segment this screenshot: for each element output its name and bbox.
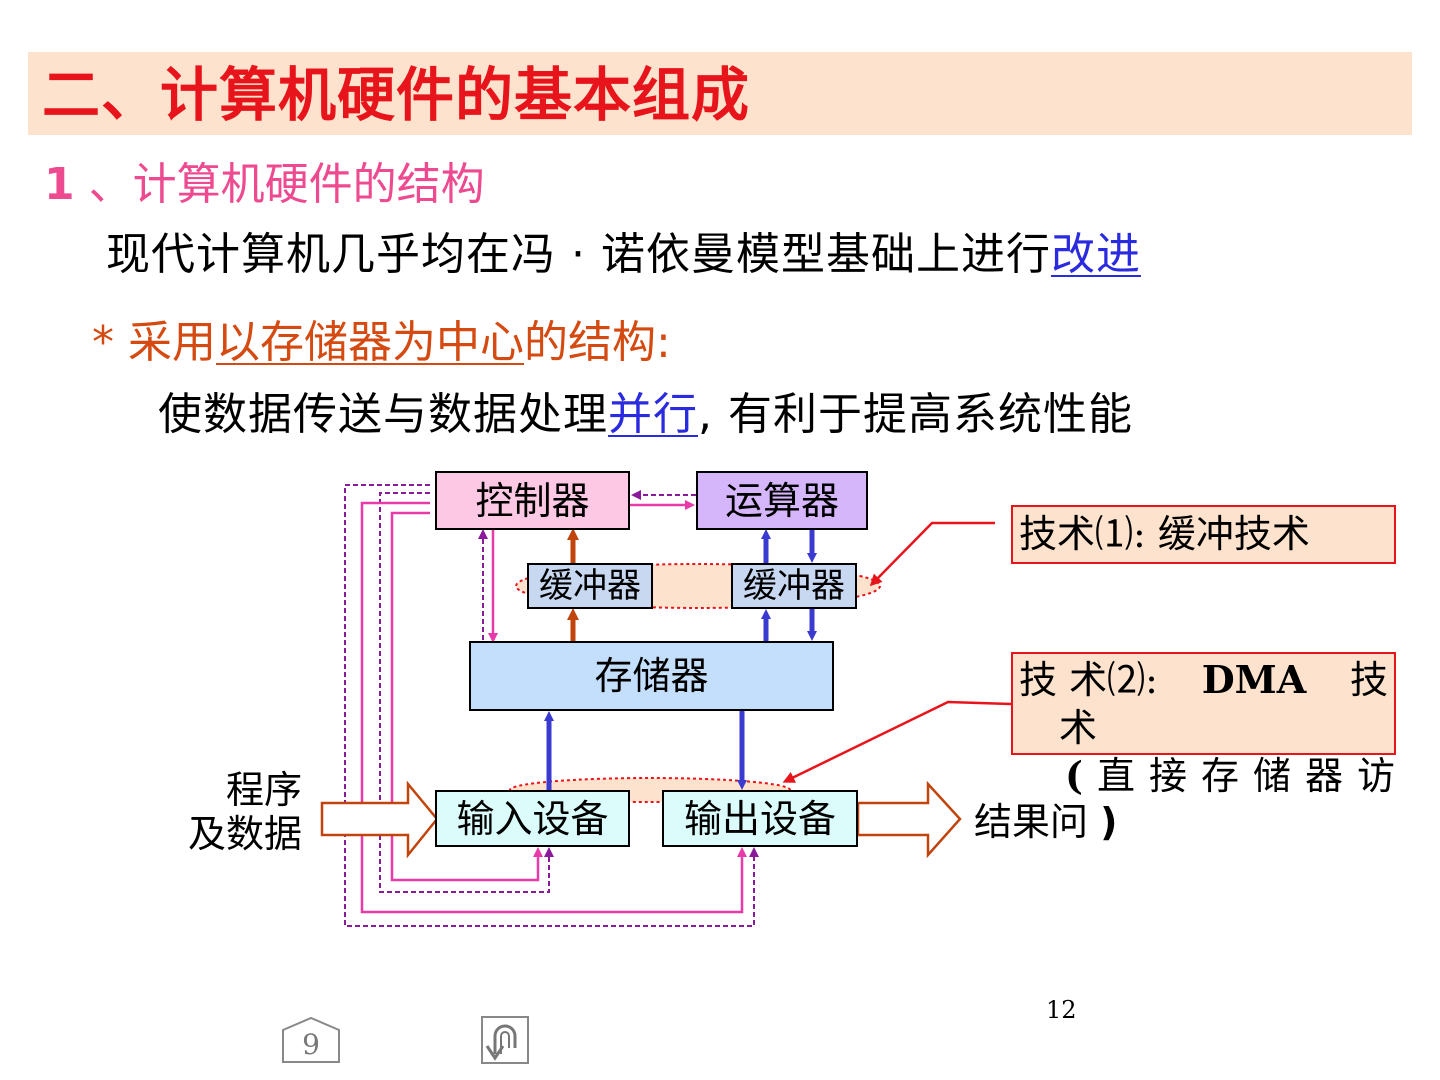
output-device-box: 输出设备 (662, 790, 858, 847)
dma-note-open: ( (1065, 753, 1083, 798)
benefit-line: 使数据传送与数据处理并行, 有利于提高系统性能 (158, 388, 1133, 442)
tech2-tech1: 技 (1349, 658, 1388, 702)
bullet-star: * (92, 317, 114, 368)
title-bar (28, 52, 1412, 135)
intro-text: 现代计算机几乎均在冯 · 诺依曼模型基础上进行 (106, 229, 1051, 280)
dma-note-tail: 问 (1050, 800, 1089, 844)
tech1-callout: 技术⑴: 缓冲技术 (1011, 505, 1396, 564)
benefit-pre: 使数据传送与数据处理 (158, 389, 608, 440)
dma-char: 直 (1096, 754, 1135, 798)
home-nav-label: 9 (302, 1028, 320, 1061)
result-and-dma-tail: 结果问 ) (974, 800, 1118, 844)
page-title: 二、计算机硬件的基本组成 (42, 61, 751, 129)
program-data-label: 程序 及数据 (178, 768, 302, 856)
dma-char: 器 (1304, 754, 1343, 798)
result-label: 结果 (974, 800, 1051, 844)
subsection-number: 1 (44, 159, 75, 210)
tech2-label: 技 术⑵: (1019, 658, 1158, 702)
tech2-tech2: 术 (1059, 706, 1098, 750)
intro-line: 现代计算机几乎均在冯 · 诺依曼模型基础上进行改进 (106, 228, 1141, 282)
return-nav-button[interactable] (481, 1016, 529, 1064)
subsection-text: 、计算机硬件的结构 (88, 159, 485, 210)
dma-note-line1: ( 直 接 存 储 器 访 (1065, 753, 1395, 799)
return-arrow-icon (485, 1024, 517, 1061)
tech2-callout: 技 术⑵: DMA 技 术 (1011, 652, 1396, 755)
tech2-dma: DMA (1201, 657, 1307, 702)
dma-char: 接 (1148, 754, 1187, 798)
buffer-left-box: 缓冲器 (527, 563, 653, 609)
link-parallel[interactable]: 并行 (608, 389, 698, 440)
input-device-box: 输入设备 (435, 790, 630, 847)
bullet-line: * 采用以存储器为中心的结构: (92, 316, 671, 370)
bullet-post: 的结构: (524, 317, 671, 368)
output-arrow (856, 780, 962, 859)
link-improve[interactable]: 改进 (1050, 229, 1141, 280)
bullet-pre: 采用 (114, 317, 216, 368)
program-label-line1: 程序 (225, 768, 302, 812)
input-arrow (320, 780, 439, 859)
dma-char: 储 (1252, 754, 1291, 798)
home-icon (282, 1016, 340, 1063)
home-nav-button[interactable]: 9 (281, 1016, 341, 1064)
benefit-post: , 有利于提高系统性能 (698, 389, 1133, 440)
memory-box: 存储器 (469, 641, 834, 711)
dma-char: 存 (1200, 754, 1239, 798)
page-number: 12 (1046, 996, 1077, 1024)
controller-box: 控制器 (435, 471, 630, 530)
bullet-underlined: 以存储器为中心 (216, 317, 524, 368)
dma-char: 访 (1356, 754, 1395, 798)
alu-box: 运算器 (696, 471, 868, 530)
program-label-line2: 及数据 (187, 812, 302, 856)
dma-note-close: ) (1100, 800, 1118, 844)
buffer-right-box: 缓冲器 (731, 563, 857, 609)
subsection-heading: 1 、计算机硬件的结构 (44, 158, 485, 212)
